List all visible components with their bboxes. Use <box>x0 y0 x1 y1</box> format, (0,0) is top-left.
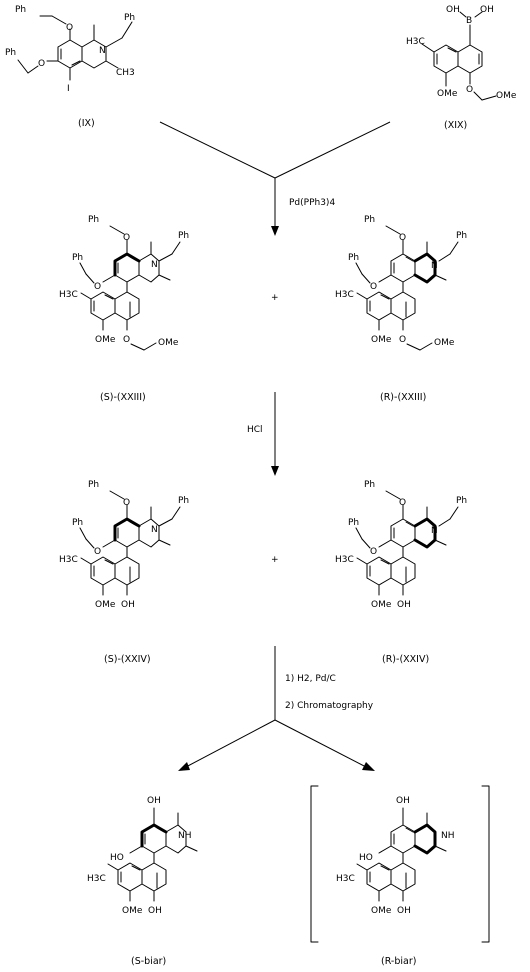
ph-label: Ph <box>348 518 359 528</box>
nh-label: NH <box>178 831 192 841</box>
ome-label: OMe <box>95 600 116 610</box>
compound-s-biar: OH NH HO H3C OMe OH (S-biar) <box>87 796 198 967</box>
condition-step2: HCl <box>247 425 263 435</box>
methyl-label: H3C <box>335 290 354 300</box>
nh-label: NH <box>441 831 455 841</box>
methyl-label: H3C <box>87 874 106 884</box>
oh-label: OH <box>121 600 135 610</box>
compound-label-r-biar: (R-biar) <box>381 956 416 967</box>
ph-label: Ph <box>124 13 135 23</box>
n-label: N <box>431 526 438 536</box>
ph-label: Ph <box>72 253 83 263</box>
ph-label: Ph <box>364 215 375 225</box>
oh-label: OH <box>397 906 411 916</box>
arrow-step1: Pd(PPh3)4 <box>159 121 391 236</box>
compound-label-ix: (IX) <box>78 118 95 129</box>
methyl-label: H3C <box>59 555 78 565</box>
condition-step3-hydrogenation: 1) H2, Pd/C <box>285 674 336 684</box>
arrow-step2: HCl <box>247 392 279 476</box>
ph-label: Ph <box>364 480 375 490</box>
compound-xix: B OH OH H3C OMe O OMe (XIX) <box>406 5 517 131</box>
n-label: N <box>99 46 106 56</box>
oh-label: OH <box>396 796 410 806</box>
oh-label: OH <box>147 796 161 806</box>
o-label: O <box>370 282 377 292</box>
o-label: O <box>399 233 406 243</box>
oh-label: OH <box>446 5 460 15</box>
ph-label: Ph <box>5 48 16 58</box>
condition-step1: Pd(PPh3)4 <box>289 198 335 208</box>
o-label: O <box>370 547 377 557</box>
ph-label: Ph <box>15 5 26 15</box>
n-label: N <box>151 260 158 270</box>
methyl-label: H3C <box>59 290 78 300</box>
plus-sign: + <box>271 293 279 303</box>
ome-label: OMe <box>437 89 458 99</box>
compound-s-xxiv: Ph O N Ph Ph O H3C OMe OH (S)-(XXIV) <box>59 480 189 665</box>
condition-step3-chromatography: 2) Chromatography <box>285 701 374 711</box>
n-label: N <box>151 525 158 535</box>
compound-label-r-xxiii: (R)-(XXIII) <box>380 392 426 403</box>
oh-label: OH <box>480 5 494 15</box>
o-label: O <box>466 85 473 95</box>
ph-label: Ph <box>348 253 359 263</box>
compound-label-r-xxiv: (R)-(XXIV) <box>382 654 429 665</box>
ome-label: OMe <box>496 91 517 101</box>
o-label: O <box>66 23 73 33</box>
ph-label: Ph <box>456 496 467 506</box>
o-label: O <box>123 233 130 243</box>
ph-label: Ph <box>456 231 467 241</box>
ome-label: OMe <box>158 338 179 348</box>
o-label: O <box>38 59 45 69</box>
compound-label-s-biar: (S-biar) <box>131 956 166 967</box>
ph-label: Ph <box>88 215 99 225</box>
o-label: O <box>94 282 101 292</box>
left-bracket <box>310 785 319 943</box>
methyl-label: H3C <box>336 874 355 884</box>
o-label: O <box>399 498 406 508</box>
methyl-label: H3C <box>406 37 425 47</box>
compound-ix: Ph O N Ph Ph O I CH3 (IX) <box>5 5 135 129</box>
ph-label: Ph <box>178 231 189 241</box>
compound-label-s-xxiii: (S)-(XXIII) <box>100 392 146 403</box>
ph-label: Ph <box>72 518 83 528</box>
ome-label: OMe <box>371 906 392 916</box>
ome-label: OMe <box>371 600 392 610</box>
n-label: N <box>431 261 438 271</box>
o-label: O <box>94 547 101 557</box>
ome-label: OMe <box>95 335 116 345</box>
iodine-label: I <box>67 84 70 94</box>
o-label: O <box>123 498 130 508</box>
ph-label: Ph <box>178 496 189 506</box>
ho-label: HO <box>359 853 373 863</box>
ome-label: OMe <box>371 335 392 345</box>
methyl-label: CH3 <box>116 68 135 78</box>
arrow-step3: 1) H2, Pd/C 2) Chromatography <box>178 646 375 771</box>
compound-label-s-xxiv: (S)-(XXIV) <box>104 654 151 665</box>
boron-label: B <box>466 16 472 26</box>
compound-r-biar: OH NH HO H3C OMe OH (R-biar) <box>310 785 490 967</box>
compound-r-xxiii: Ph O N Ph Ph O H3C OMe O OMe (R)-(XXIII) <box>335 215 467 403</box>
compound-r-xxiv: Ph O N Ph Ph O H3C OMe OH (R)-(XXIV) <box>335 480 467 665</box>
o-label: O <box>399 335 406 345</box>
o-label: O <box>123 335 130 345</box>
compound-label-xix: (XIX) <box>444 120 467 131</box>
right-bracket <box>481 785 490 943</box>
ome-label: OMe <box>122 906 143 916</box>
compound-s-xxiii: Ph O N Ph Ph O H3C OMe O OMe (S)-(XXIII) <box>59 215 189 403</box>
plus-sign: + <box>271 555 279 565</box>
methyl-label: H3C <box>335 555 354 565</box>
oh-label: OH <box>148 906 162 916</box>
ho-label: HO <box>110 853 124 863</box>
oh-label: OH <box>397 600 411 610</box>
ph-label: Ph <box>88 480 99 490</box>
ome-label: OMe <box>434 338 455 348</box>
